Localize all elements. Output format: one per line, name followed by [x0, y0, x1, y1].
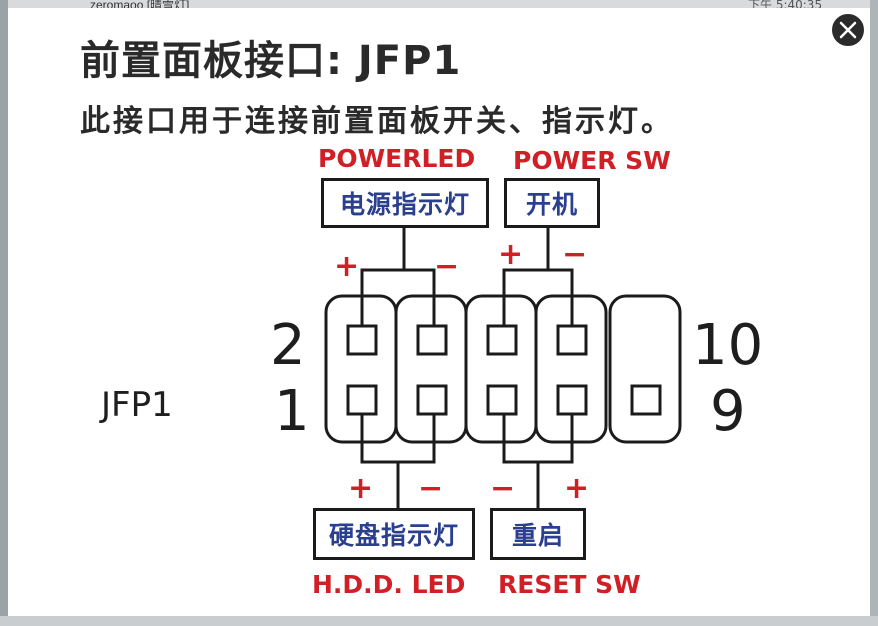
pin-4 [416, 324, 448, 356]
hdd-led-minus: − [418, 471, 444, 506]
background-page-strip-left [0, 0, 8, 626]
hdd-led-wire [360, 414, 436, 464]
hdd-led-plus: + [348, 471, 374, 506]
power-led-plus: + [334, 249, 360, 284]
pin-7 [556, 384, 588, 416]
diagram-subtitle: 此接口用于连接前置面板开关、指示灯。 [80, 104, 674, 139]
close-button[interactable] [830, 12, 866, 48]
power-led-minus: − [434, 249, 460, 284]
power-sw-plus: + [498, 237, 524, 272]
background-page-strip-right [870, 0, 878, 626]
pin-column-3 [464, 294, 538, 444]
pin-number-1: 1 [274, 379, 310, 444]
pin-number-9: 9 [710, 379, 746, 444]
pin-header-diagram [324, 228, 682, 508]
power-led-wire [360, 268, 436, 326]
pin-1 [346, 384, 378, 416]
background-page-strip-top: zeromaoo [晴雪灯] 下午 5:40:35 [0, 0, 878, 12]
header-name: JFP1 [101, 385, 173, 425]
pin-column-2 [394, 294, 468, 444]
pin-number-2: 2 [270, 313, 306, 378]
pin-5 [486, 384, 518, 416]
reset-sw-plus: + [564, 471, 590, 506]
power-sw-wire [502, 268, 574, 326]
close-icon [839, 21, 857, 39]
hdd-led-label: H.D.D. LED [312, 570, 466, 599]
diagram-title: 前置面板接口: JFP1 [80, 38, 462, 84]
pin-column-5 [608, 294, 682, 444]
reset-sw-wire [502, 414, 574, 464]
hdd-led-box: 硬盘指示灯 [313, 508, 475, 560]
pin-6 [486, 324, 518, 356]
power-sw-box: 开机 [504, 178, 600, 228]
power-led-label: POWERLED [318, 144, 476, 173]
pin-8 [556, 324, 588, 356]
reset-sw-minus: − [490, 471, 516, 506]
reset-sw-box: 重启 [490, 508, 586, 560]
power-led-box: 电源指示灯 [321, 178, 489, 228]
pin-number-10: 10 [692, 313, 764, 378]
reset-sw-label: RESET SW [498, 570, 641, 599]
image-viewer: 前置面板接口: JFP1 此接口用于连接前置面板开关、指示灯。 POWERLED… [8, 8, 870, 616]
power-sw-minus: − [562, 237, 588, 272]
background-page-strip-bottom [0, 616, 878, 626]
pin-9 [630, 384, 662, 416]
pin-2 [346, 324, 378, 356]
power-sw-label: POWER SW [513, 146, 671, 175]
pin-3 [416, 384, 448, 416]
